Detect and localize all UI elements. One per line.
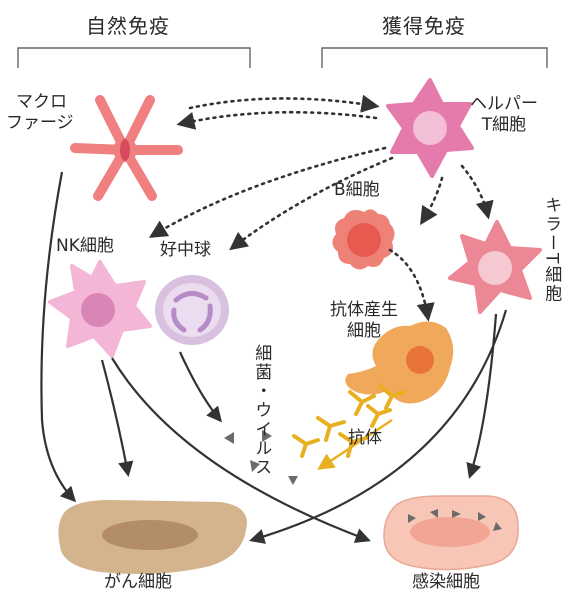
plasma-cell-label: 抗体産生 細胞 xyxy=(330,300,398,343)
antibody-arrow xyxy=(317,419,393,470)
antibodies xyxy=(292,384,406,458)
pathogen-particles xyxy=(224,430,298,485)
solid-arrows xyxy=(40,171,508,544)
dotted-arrows xyxy=(148,94,494,322)
macrophage-cell xyxy=(70,95,183,201)
adaptive-immunity-label: 獲得免疫 xyxy=(382,14,466,38)
adaptive-bracket xyxy=(321,47,548,68)
cancer-cell xyxy=(58,500,247,574)
neutrophil-label: 好中球 xyxy=(160,240,211,260)
killer-t-cell xyxy=(448,220,542,314)
helper-t-cell xyxy=(386,78,474,178)
helper-t-label-line1: ヘルパー xyxy=(470,94,538,114)
infected-cell-label: 感染細胞 xyxy=(412,572,480,592)
neutrophil-cell xyxy=(155,275,229,345)
plasma-cell-label-line1: 抗体産生 xyxy=(330,300,398,320)
antibody-label: 抗体 xyxy=(348,428,382,448)
helper-t-label: ヘルパー T細胞 xyxy=(470,94,538,137)
macrophage-label: マクロ ファージ xyxy=(6,92,74,135)
innate-immunity-label: 自然免疫 xyxy=(86,14,170,38)
helper-t-label-line2: T細胞 xyxy=(481,115,527,136)
macrophage-label-line2: ファージ xyxy=(6,113,74,134)
innate-bracket xyxy=(17,47,251,68)
nk-cell-label: NK細胞 xyxy=(56,236,114,256)
infected-cell xyxy=(383,495,519,571)
b-cell xyxy=(332,209,395,270)
macrophage-label-line1: マクロ xyxy=(16,92,67,112)
cancer-cell-label: がん細胞 xyxy=(104,572,172,592)
plasma-cell xyxy=(345,321,454,404)
pathogen-label: 細菌・ウイルス xyxy=(251,344,272,477)
killer-t-label: キラーT細胞 xyxy=(541,196,562,304)
b-cell-label: B細胞 xyxy=(334,180,380,200)
nk-cell xyxy=(48,260,152,358)
plasma-cell-label-line2: 細胞 xyxy=(347,321,381,342)
